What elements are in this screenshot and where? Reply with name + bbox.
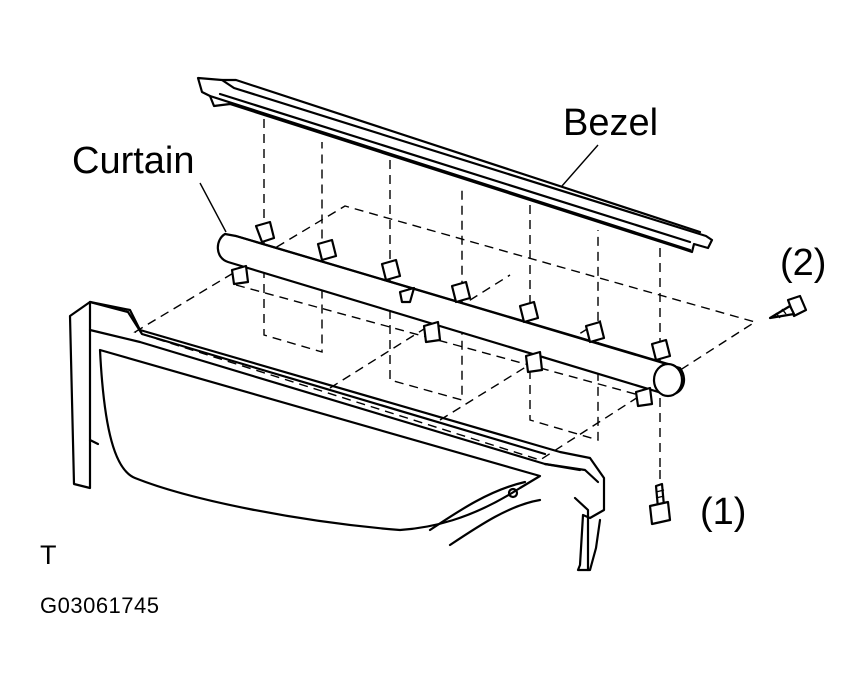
screw-1-icon bbox=[648, 482, 672, 526]
curtain-molding bbox=[216, 220, 686, 408]
bezel-label: Bezel bbox=[563, 102, 659, 144]
curtain-leader-line bbox=[199, 182, 227, 233]
curtain-label: Curtain bbox=[72, 140, 195, 182]
screw-1-callout: (1) bbox=[700, 491, 747, 533]
alignment-guide-lower bbox=[133, 205, 757, 461]
view-mark: T bbox=[40, 540, 57, 570]
figure-code: G03061745 bbox=[40, 593, 160, 618]
bezel-leader-line bbox=[561, 144, 599, 187]
bezel-rail bbox=[196, 76, 714, 254]
screw-2-icon bbox=[768, 294, 808, 320]
screw-2-callout: (2) bbox=[780, 242, 827, 284]
